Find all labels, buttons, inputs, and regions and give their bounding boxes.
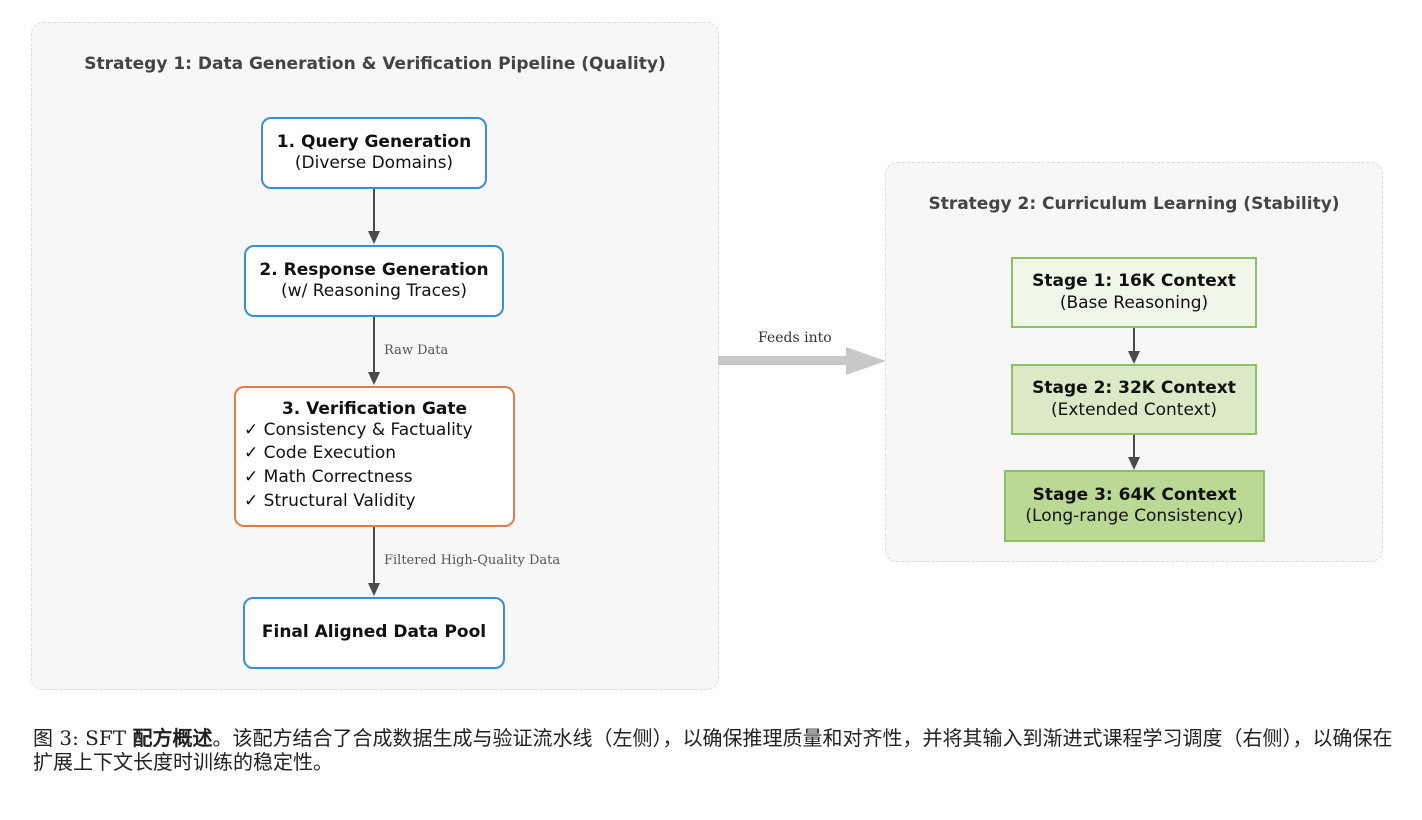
verification-gate-node: 3. Verification Gate ✓ Consistency & Fac… <box>234 386 515 527</box>
caption-text: 。该配方结合了合成数据生成与验证流水线（左侧），以确保推理质量和对齐性，并将其输… <box>33 726 1393 774</box>
caption-prefix: 图 3: SFT <box>33 726 133 750</box>
edge-verification-final <box>373 527 375 584</box>
stage-title: Stage 3: 64K Context <box>1032 484 1237 505</box>
stage-title: Stage 1: 16K Context <box>1032 271 1236 292</box>
check-item: ✓ Consistency & Factuality <box>244 419 473 440</box>
check-item: ✓ Code Execution <box>244 443 396 464</box>
caption-bold: 配方概述 <box>132 726 213 750</box>
query-generation-node: 1. Query Generation (Diverse Domains) <box>261 117 487 189</box>
stage-subtitle: (Long-range Consistency) <box>1025 506 1244 526</box>
arrowhead-icon <box>368 231 380 244</box>
node-title: Final Aligned Data Pool <box>261 622 487 643</box>
stage-subtitle: (Base Reasoning) <box>1059 292 1209 313</box>
arrowhead-icon <box>368 583 380 596</box>
node-title: 2. Response Generation <box>259 259 489 280</box>
final-data-pool-node: Final Aligned Data Pool <box>243 597 505 669</box>
verification-checklist: ✓ Consistency & Factuality ✓ Code Execut… <box>236 419 473 514</box>
stage-2-node: Stage 2: 32K Context (Extended Context) <box>1011 364 1257 435</box>
node-subtitle: (w/ Reasoning Traces) <box>281 281 467 301</box>
edge-response-verification <box>373 317 375 373</box>
edge-label-raw-data: Raw Data <box>384 343 449 358</box>
stage-title: Stage 2: 32K Context <box>1032 378 1236 399</box>
arrow-head-icon <box>846 347 886 375</box>
response-generation-node: 2. Response Generation (w/ Reasoning Tra… <box>244 245 504 317</box>
stage-1-node: Stage 1: 16K Context (Base Reasoning) <box>1011 257 1257 328</box>
figure-caption: 图 3: SFT 配方概述。该配方结合了合成数据生成与验证流水线（左侧），以确保… <box>33 726 1403 774</box>
arrow-shaft <box>718 356 846 365</box>
stage-subtitle: (Extended Context) <box>1050 399 1217 420</box>
arrowhead-icon <box>1128 351 1140 364</box>
stage-3-node: Stage 3: 64K Context (Long-range Consist… <box>1004 470 1265 542</box>
edge-query-response <box>373 189 375 232</box>
edge-stage1-stage2 <box>1133 328 1135 352</box>
check-item: ✓ Math Correctness <box>244 467 413 488</box>
edge-label-filtered: Filtered High-Quality Data <box>384 553 561 568</box>
strategy1-title: Strategy 1: Data Generation & Verificati… <box>84 54 666 74</box>
feeds-into-arrow <box>718 347 886 375</box>
node-title: 3. Verification Gate <box>281 399 468 419</box>
node-title: 1. Query Generation <box>276 131 472 152</box>
arrowhead-icon <box>368 372 380 385</box>
feeds-into-label: Feeds into <box>758 330 832 346</box>
node-subtitle: (Diverse Domains) <box>294 153 454 173</box>
check-item: ✓ Structural Validity <box>244 491 416 512</box>
edge-stage2-stage3 <box>1133 435 1135 458</box>
arrowhead-icon <box>1128 457 1140 470</box>
strategy2-title: Strategy 2: Curriculum Learning (Stabili… <box>928 194 1340 214</box>
